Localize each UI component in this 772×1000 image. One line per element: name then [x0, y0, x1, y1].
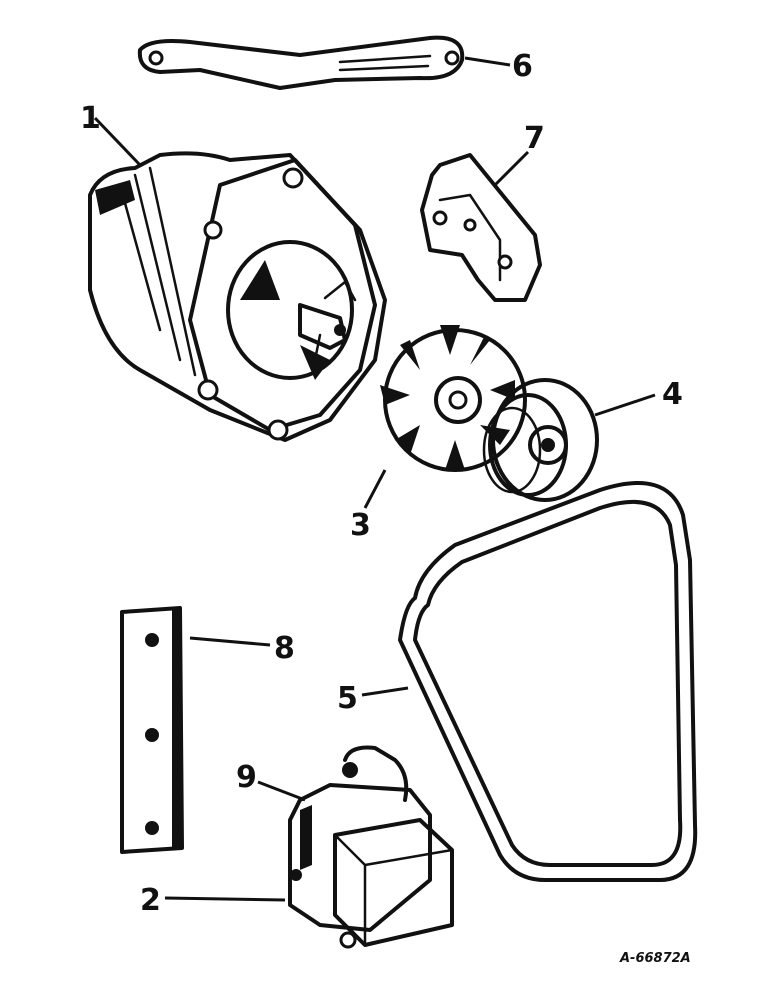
callout-7: 7 [524, 121, 545, 156]
mounting-plate [120, 606, 184, 854]
callout-labels: 1 2 3 4 5 6 7 8 9 [80, 49, 683, 918]
leader-lines [93, 56, 656, 902]
callout-5: 5 [337, 681, 358, 716]
callout-2: 2 [140, 883, 161, 918]
callout-4: 4 [662, 377, 683, 412]
callout-8: 8 [274, 631, 295, 666]
callout-1: 1 [80, 101, 101, 136]
alternator [88, 151, 387, 442]
callout-3: 3 [350, 508, 371, 543]
v-belt [398, 481, 698, 882]
fan [380, 325, 527, 472]
callout-9: 9 [236, 760, 257, 795]
reference-code: A-66872A [619, 951, 691, 966]
callout-6: 6 [512, 49, 533, 84]
mounting-bracket [420, 153, 542, 302]
pulley [482, 378, 599, 502]
voltage-regulator [288, 745, 454, 949]
adjusting-strap [137, 35, 465, 90]
